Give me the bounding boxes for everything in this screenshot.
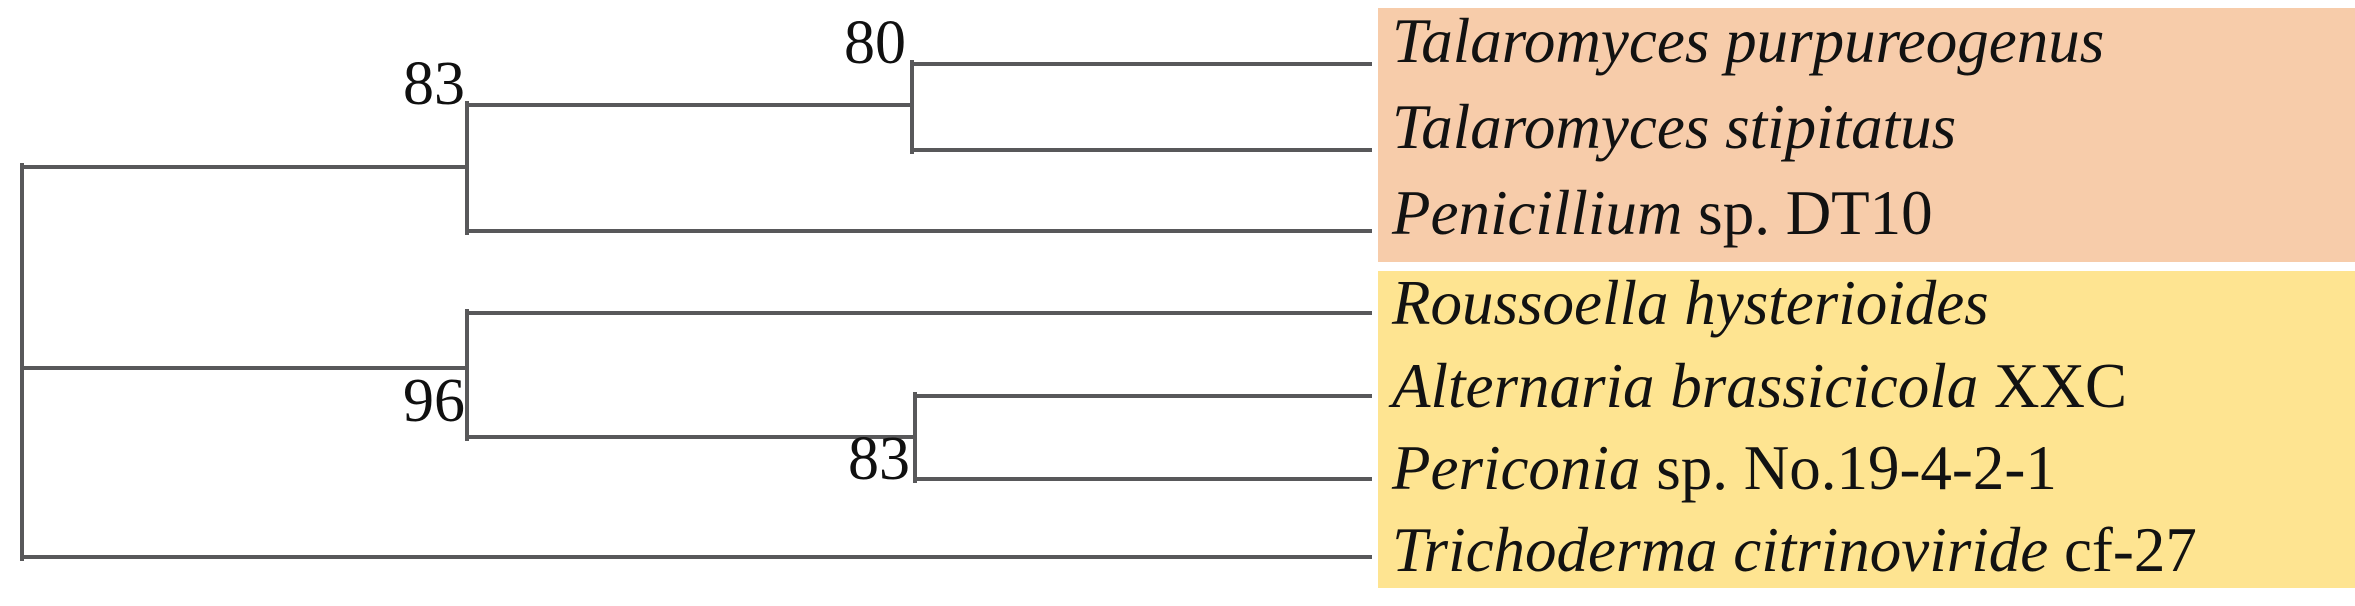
species-name: Penicillium (1392, 178, 1683, 248)
strain-name: sp. No.19-4-2-1 (1640, 433, 2057, 503)
taxon-label-periconia-sp-19-4-2-1: Periconia sp. No.19-4-2-1 (1392, 437, 2057, 500)
support-value-node-83-upper-clade: 83 (403, 50, 465, 118)
species-name: Roussoella hysterioides (1392, 268, 1989, 338)
taxon-label-talaromyces-purpureogenus: Talaromyces purpureogenus (1392, 10, 2104, 73)
support-value-node-80-talaromyces: 80 (844, 9, 906, 77)
strain-name: sp. DT10 (1682, 178, 1933, 248)
species-name: Periconia (1392, 433, 1641, 503)
species-name: Alternaria brassicicola (1392, 351, 1979, 421)
taxon-label-alternaria-brassicicola-xxc: Alternaria brassicicola XXC (1392, 355, 2127, 418)
strain-name: XXC (1978, 351, 2127, 421)
taxon-label-talaromyces-stipitatus: Talaromyces stipitatus (1392, 96, 1956, 159)
clade-highlight-upper (1378, 8, 2355, 262)
species-name: Talaromyces purpureogenus (1392, 6, 2105, 76)
support-value-node-96-lower-clade: 96 (403, 367, 465, 435)
taxon-label-penicillium-sp-dt10: Penicillium sp. DT10 (1392, 182, 1933, 245)
support-value-node-83-alternaria: 83 (848, 425, 910, 493)
taxon-label-roussoella-hysterioides: Roussoella hysterioides (1392, 272, 1989, 335)
taxon-label-trichoderma-citrinoviride-cf27: Trichoderma citrinoviride cf-27 (1392, 519, 2197, 582)
species-name: Talaromyces stipitatus (1392, 92, 1957, 162)
strain-name: cf-27 (2048, 515, 2197, 585)
clade-highlight-lower (1378, 271, 2355, 588)
species-name: Trichoderma citrinoviride (1392, 515, 2049, 585)
